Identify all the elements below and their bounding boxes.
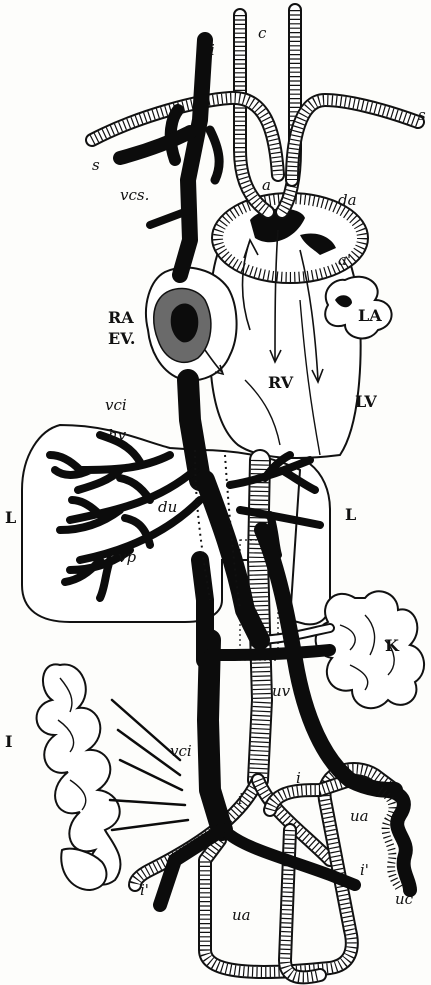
label-i-top: i — [210, 41, 215, 59]
label-du: du — [158, 498, 177, 516]
label-ev: EV. — [108, 329, 135, 348]
label-ra: RA — [108, 308, 134, 327]
label-i-mid-right: i — [296, 769, 301, 787]
label-vp: vp — [118, 548, 136, 566]
label-a: a — [262, 176, 271, 194]
label-l-right: L — [345, 505, 356, 524]
label-c: c — [258, 24, 267, 42]
label-intestine: I — [5, 732, 12, 751]
right-atrium — [146, 268, 237, 381]
label-ua-bottom: ua — [232, 906, 251, 924]
label-rv: RV — [268, 373, 294, 392]
label-s-left: s — [92, 156, 100, 174]
label-i-prime-right: i' — [360, 861, 369, 879]
label-uc: uc — [395, 890, 414, 908]
label-vcs: vcs. — [120, 186, 149, 204]
label-lv: LV — [355, 392, 377, 411]
label-vci-lower: vci — [170, 742, 192, 760]
label-l-left: L — [5, 508, 16, 527]
label-da: da — [338, 191, 357, 209]
label-ua-right: ua — [350, 807, 369, 825]
label-a-prime: a' — [338, 251, 351, 269]
label-uv: uv — [272, 682, 291, 700]
label-i-prime-left: i' — [140, 881, 149, 899]
label-i-mid-left: i — [238, 790, 243, 808]
label-la: LA — [358, 306, 382, 325]
label-k: K — [385, 636, 400, 655]
label-s-right: s — [418, 106, 426, 124]
label-hv: hv — [108, 426, 127, 444]
label-vci-upper: vci — [105, 396, 127, 414]
